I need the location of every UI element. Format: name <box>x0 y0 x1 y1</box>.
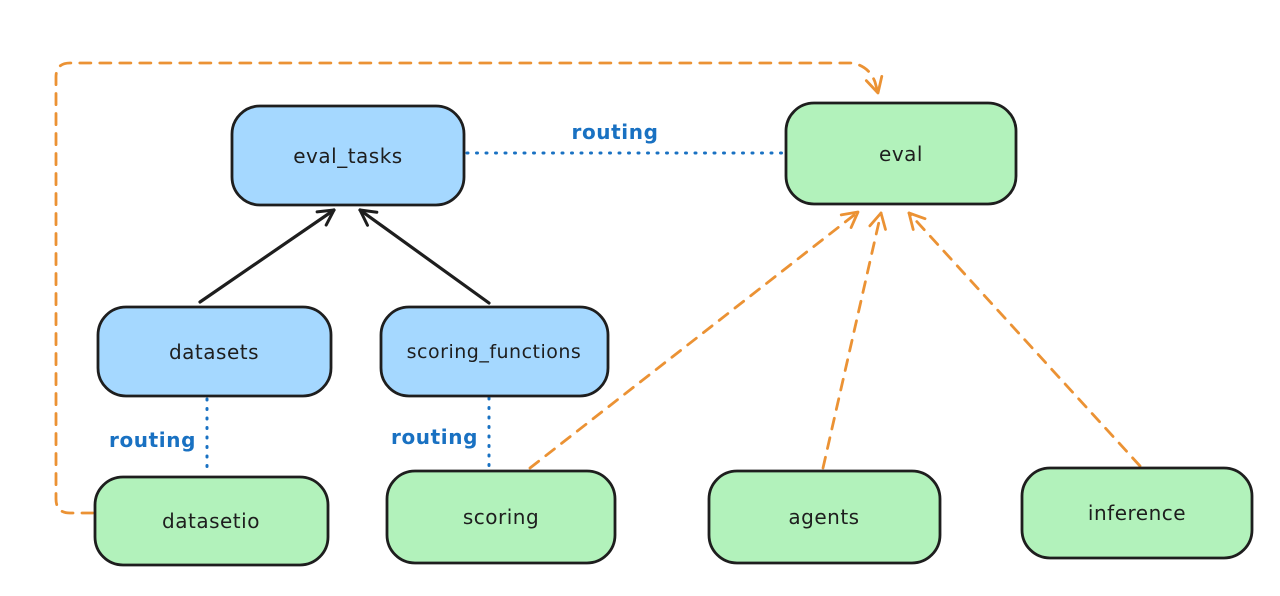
node-eval-label: eval <box>879 142 923 166</box>
node-agents-label: agents <box>788 505 859 529</box>
routing-label-left: routing <box>109 428 196 452</box>
node-scoring-functions-label: scoring_functions <box>407 341 582 363</box>
node-eval-box <box>784 101 1018 206</box>
edge-datasetio-to-eval <box>54 61 884 515</box>
edge-scoring-functions-to-eval-tasks <box>358 208 491 305</box>
routing-label-middle: routing <box>391 425 478 449</box>
node-scoring-label: scoring <box>463 505 539 529</box>
node-agents: agents <box>707 469 942 565</box>
routing-label-top: routing <box>571 120 658 144</box>
node-scoring-functions-box <box>379 305 610 398</box>
node-scoring-functions: scoring_functions <box>379 305 610 398</box>
node-datasets-box <box>96 305 333 398</box>
node-agents-box <box>707 469 942 565</box>
node-datasets: datasets <box>96 305 333 398</box>
node-datasetio: datasetio <box>93 475 330 567</box>
node-datasetio-label: datasetio <box>162 509 260 533</box>
node-eval-tasks-box <box>230 104 466 207</box>
node-scoring: scoring <box>385 469 617 565</box>
node-eval: eval <box>784 101 1018 206</box>
node-eval-tasks-label: eval_tasks <box>293 144 402 168</box>
node-datasetio-box <box>93 475 330 567</box>
edge-inference-to-eval <box>907 211 1142 468</box>
edge-scoring-to-eval <box>528 210 860 470</box>
edge-agents-to-eval <box>821 211 887 470</box>
node-inference: inference <box>1020 466 1254 560</box>
node-scoring-box <box>385 469 617 565</box>
node-inference-label: inference <box>1088 501 1186 525</box>
node-inference-box <box>1020 466 1254 560</box>
node-datasets-label: datasets <box>169 340 259 364</box>
edge-datasets-to-eval-tasks <box>198 208 336 304</box>
node-eval-tasks: eval_tasks <box>230 104 466 207</box>
